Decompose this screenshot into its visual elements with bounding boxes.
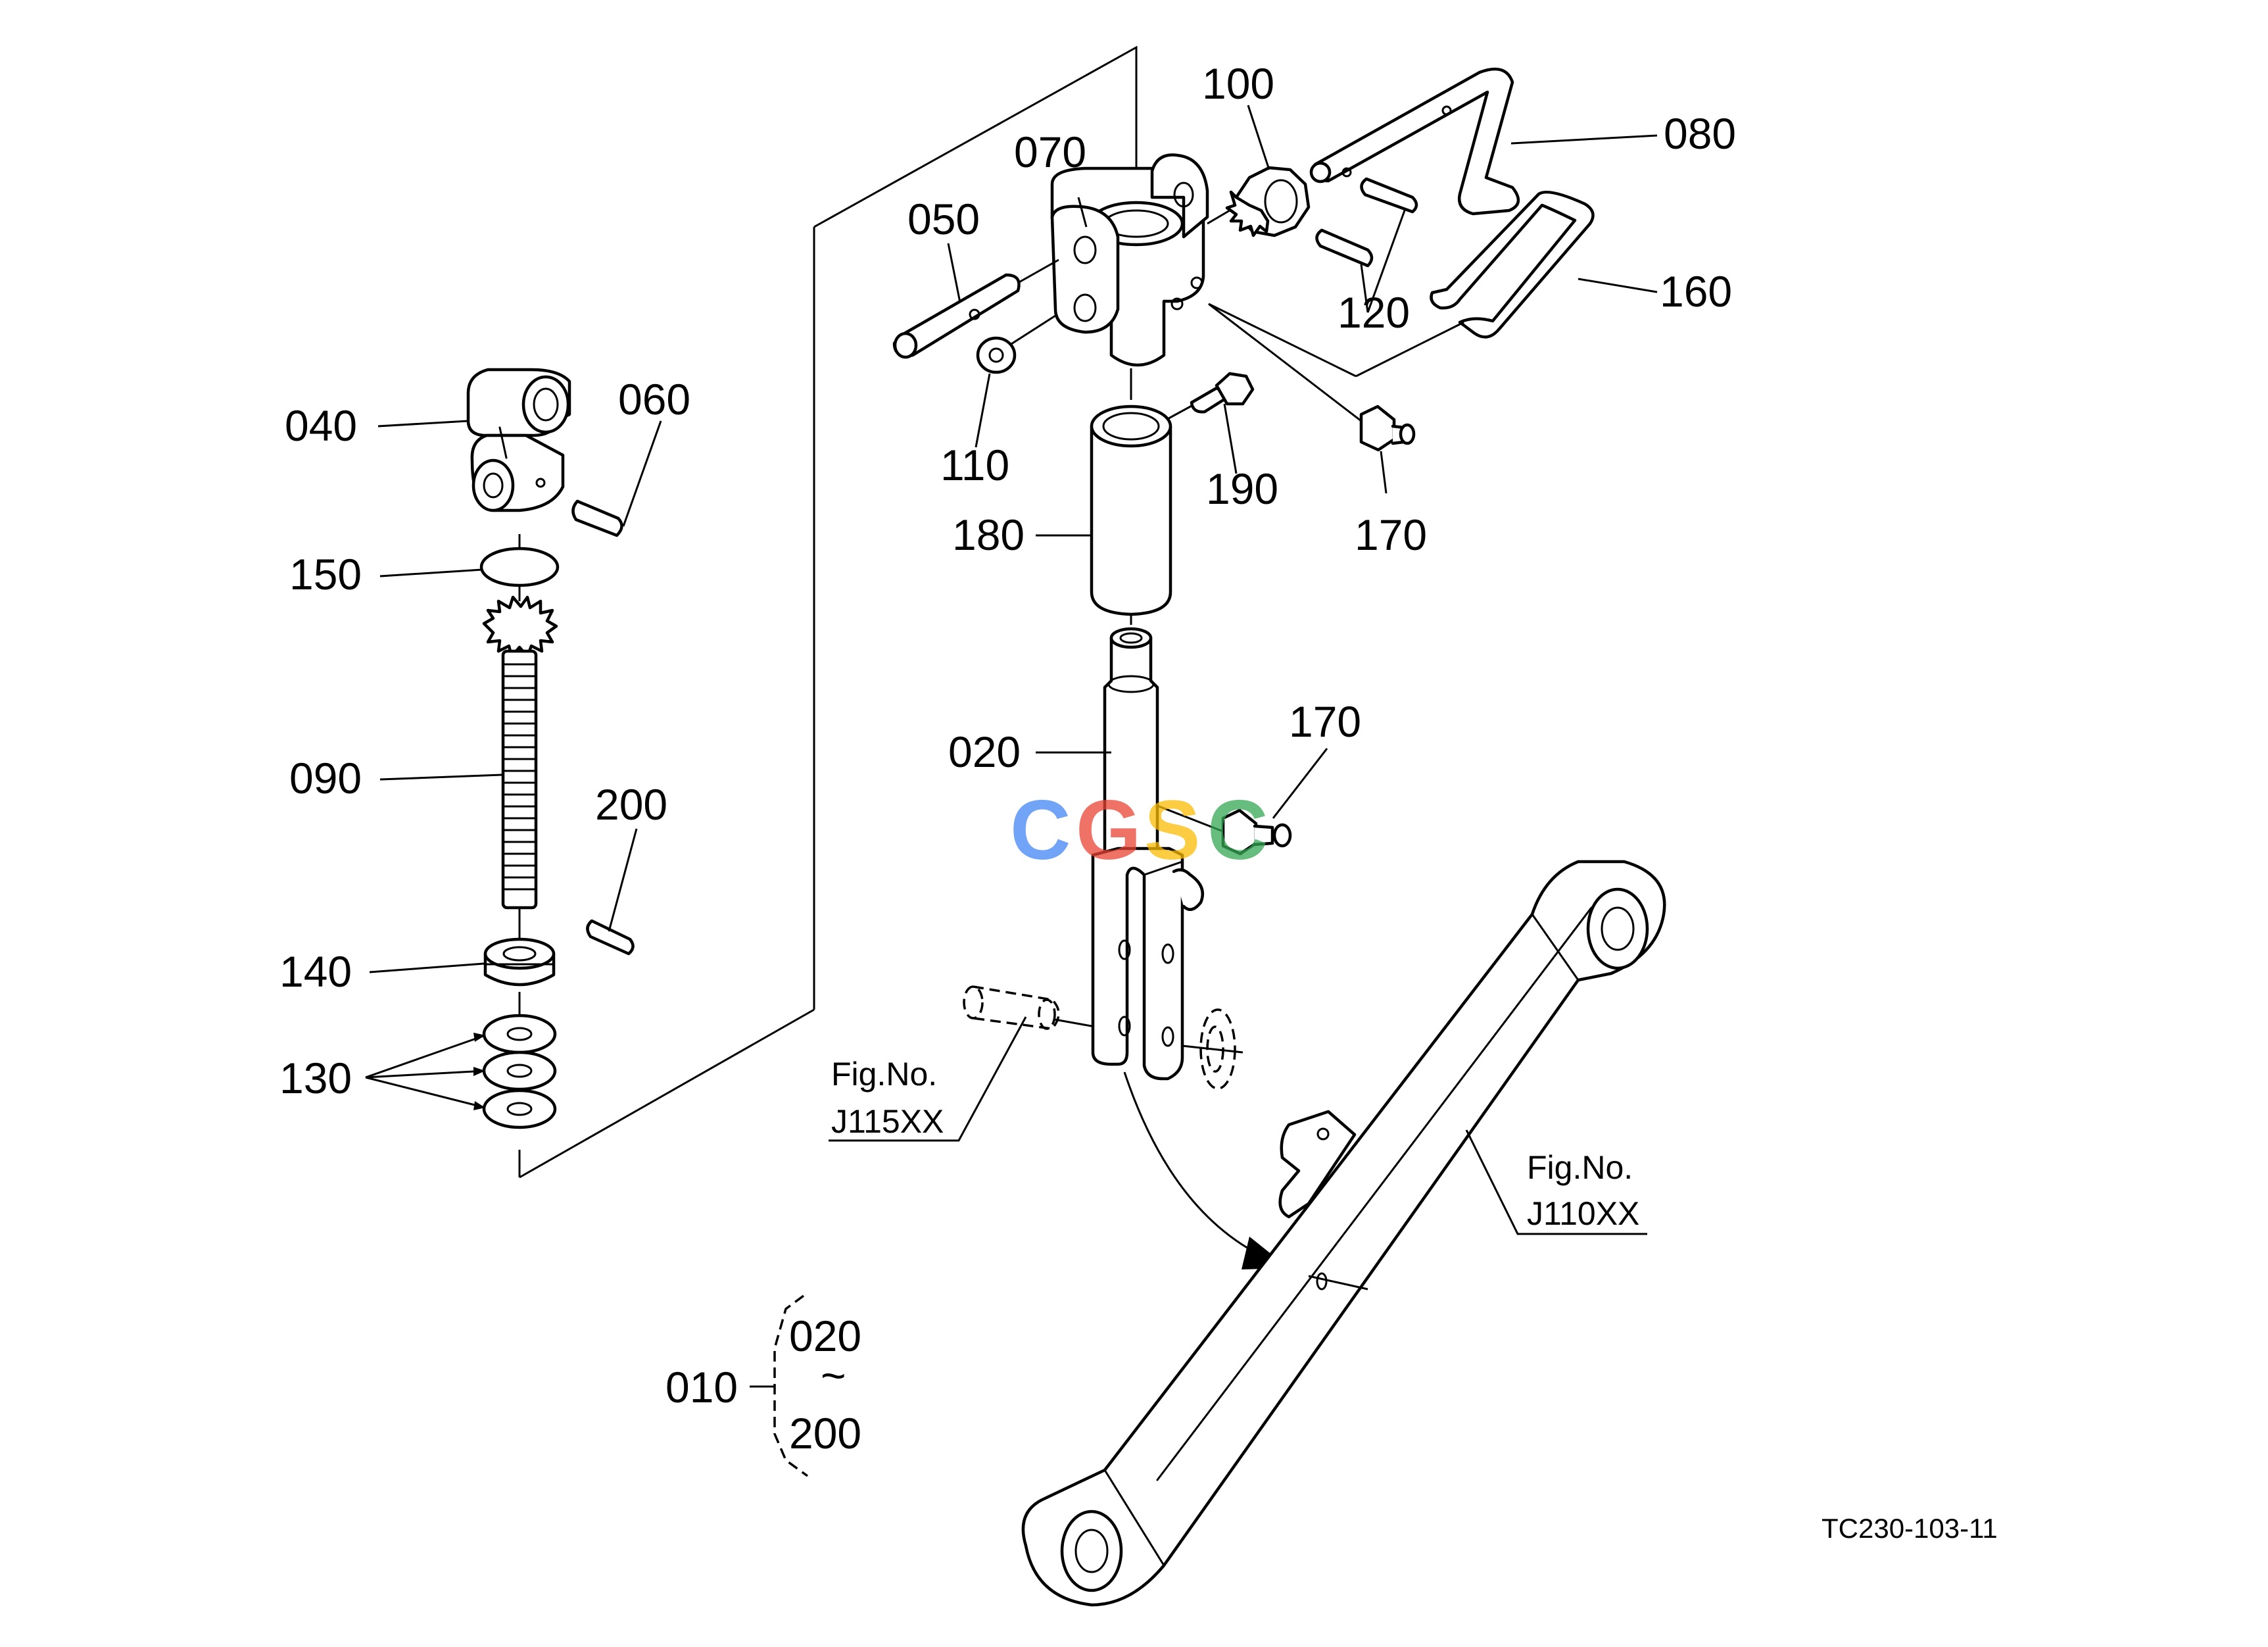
fig-ref-left-line2: J115XX [831, 1103, 944, 1140]
label-090: 090 [289, 754, 362, 802]
subassembly-frame [518, 45, 1138, 1179]
label-160: 160 [1660, 267, 1732, 316]
label-170-lower: 170 [1289, 697, 1361, 746]
part-150-drawing [479, 547, 560, 587]
label-130: 130 [279, 1054, 352, 1102]
fig-ref-right: Fig.No. J110XX [1527, 1149, 1639, 1232]
centerline [1005, 313, 1058, 349]
fig-ref-right-line2: J110XX [1527, 1195, 1639, 1232]
centerline [1157, 804, 1224, 833]
part-090-drawing [482, 595, 558, 910]
fig-ref-left: Fig.No. J115XX [831, 1056, 944, 1140]
label-150: 150 [289, 550, 362, 599]
cgsc-watermark: C G S C [1010, 783, 1268, 877]
label-080: 080 [1664, 109, 1736, 158]
label-070: 070 [1014, 128, 1086, 176]
assembly-sep: ~ [821, 1351, 846, 1400]
assembly-range: 010 020 ~ 200 [665, 1294, 861, 1477]
part-020-drawing [1091, 627, 1204, 1081]
part-170-upper-drawing [1359, 405, 1416, 452]
label-200: 200 [595, 780, 667, 829]
part-140-drawing [483, 937, 556, 987]
lower-link-drawing [1021, 860, 1666, 1607]
watermark-letter-4: C [1207, 783, 1268, 877]
fig-ref-right-line1: Fig.No. [1527, 1149, 1633, 1186]
label-120: 120 [1338, 288, 1410, 337]
watermark-letter-3: S [1144, 783, 1200, 877]
label-170-upper: 170 [1355, 510, 1427, 559]
assembly-to: 200 [789, 1409, 861, 1458]
arrowheads [473, 1033, 485, 1110]
label-100: 100 [1202, 59, 1274, 108]
part-050-drawing [892, 273, 1021, 359]
label-140: 140 [279, 947, 352, 996]
centerline [1208, 303, 1357, 378]
assembly-arrow [1123, 1071, 1289, 1269]
label-110: 110 [940, 441, 1009, 489]
part-060-drawing [571, 499, 623, 537]
drawing-code: TC230-103-11 [1822, 1513, 1998, 1544]
part-170-lower-drawing [1221, 808, 1292, 856]
part-labels: 040 060 150 090 200 140 130 070 050 100 … [279, 59, 1736, 1102]
part-160-drawing [1430, 190, 1595, 339]
part-100-drawing [1225, 166, 1311, 237]
part-080-drawing [1309, 67, 1520, 216]
assembly-label: 010 [665, 1363, 738, 1412]
fig-ref-left-line1: Fig.No. [831, 1056, 937, 1093]
centerline [1208, 303, 1362, 422]
label-040: 040 [285, 401, 357, 450]
part-180-drawing [1090, 405, 1172, 616]
part-120-drawing [1315, 177, 1418, 268]
part-070-drawing [1050, 153, 1209, 367]
label-060: 060 [618, 375, 690, 424]
label-190: 190 [1206, 464, 1278, 513]
centerline [1017, 258, 1059, 284]
ref-pin-dashed [963, 985, 1243, 1090]
label-180: 180 [952, 510, 1025, 559]
assembly-from: 020 [789, 1312, 861, 1360]
label-020: 020 [948, 727, 1021, 776]
watermark-letter-2: G [1076, 783, 1142, 877]
centerline [1207, 209, 1230, 225]
label-050: 050 [907, 195, 980, 243]
leader-lines [365, 105, 1658, 1235]
leader-line [1355, 321, 1464, 378]
watermark-letter-1: C [1010, 783, 1071, 877]
part-130-drawing [482, 1014, 557, 1129]
part-110-drawing [976, 336, 1017, 374]
part-200-drawing [586, 919, 635, 956]
part-040-drawing [466, 368, 571, 512]
part-190-drawing [1190, 372, 1255, 414]
